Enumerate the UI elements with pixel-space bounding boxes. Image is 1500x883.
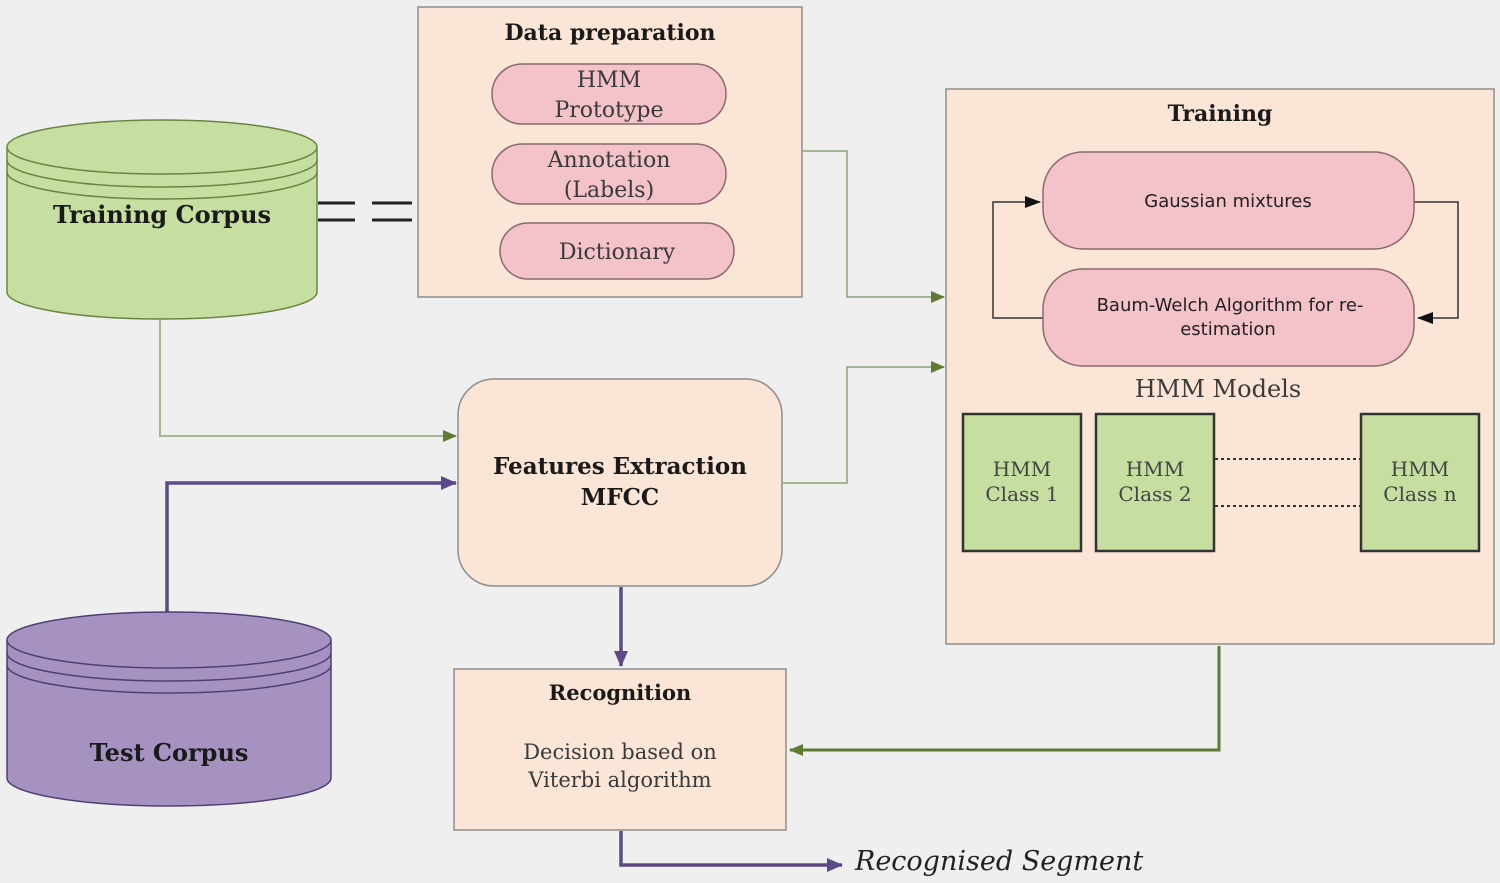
- hmm-class-n-box: HMM Class n: [1359, 412, 1481, 553]
- recognition-box: Recognition Decision based on Viterbi al…: [453, 668, 787, 831]
- features-extraction-subtitle: MFCC: [581, 484, 659, 511]
- pill-label: Dictionary: [559, 240, 676, 265]
- annotation-labels-pill: Annotation (Labels): [491, 143, 727, 205]
- hmm-class-1-box: HMM Class 1: [961, 412, 1083, 553]
- recognition-line: Viterbi algorithm: [527, 768, 711, 792]
- pill-label: (Labels): [564, 178, 654, 203]
- gaussian-mixtures-pill: Gaussian mixtures: [1042, 151, 1415, 250]
- corpus-to-features-arrow: [159, 318, 457, 442]
- features-extraction-title: Features Extraction: [493, 453, 747, 480]
- class-label: Class 2: [1118, 482, 1191, 506]
- hmm-class-2-box: HMM Class 2: [1094, 412, 1216, 553]
- gaussian-to-baum-loop-arrow: [1414, 201, 1459, 324]
- training-corpus-cylinder: Training Corpus: [6, 119, 318, 320]
- training-title: Training: [1168, 101, 1273, 127]
- test-to-features-arrow: [165, 476, 457, 612]
- training-corpus-label: Training Corpus: [53, 200, 271, 229]
- data-preparation-box: Data preparation HMM Prototype Annotatio…: [417, 6, 803, 298]
- class-label: Class 1: [985, 482, 1058, 506]
- pill-label: Prototype: [554, 98, 663, 123]
- dictionary-pill: Dictionary: [499, 222, 735, 280]
- training-to-recognition-arrow: [789, 646, 1221, 756]
- class-label: HMM: [993, 457, 1051, 481]
- data-preparation-title: Data preparation: [504, 20, 715, 46]
- recognition-title: Recognition: [549, 680, 692, 705]
- pill-label: HMM: [577, 68, 641, 93]
- baum-welch-label: estimation: [1180, 319, 1276, 340]
- hmm-models-title: HMM Models: [1135, 375, 1301, 403]
- pill-label: Annotation: [547, 148, 671, 173]
- test-corpus-label: Test Corpus: [90, 738, 249, 767]
- recognised-segment-label: Recognised Segment: [854, 846, 1143, 877]
- baum-welch-pill: Baum-Welch Algorithm for re- estimation: [1042, 268, 1415, 367]
- recognition-to-output-arrow: [619, 831, 843, 872]
- class-label: Class n: [1383, 482, 1457, 506]
- features-extraction-box: Features Extraction MFCC: [457, 378, 783, 587]
- features-to-training-arrow: [783, 361, 945, 484]
- hmm-prototype-pill: HMM Prototype: [491, 63, 727, 125]
- class-label: HMM: [1126, 457, 1184, 481]
- gaussian-mixtures-label: Gaussian mixtures: [1144, 191, 1311, 212]
- baum-welch-label: Baum-Welch Algorithm for re-: [1097, 295, 1364, 316]
- recognition-line: Decision based on: [523, 740, 717, 764]
- prep-to-training-arrow: [803, 150, 945, 303]
- baum-to-gaussian-loop-arrow: [992, 196, 1043, 319]
- corpus-to-prep-connector: [318, 201, 412, 222]
- class-label: HMM: [1391, 457, 1449, 481]
- test-corpus-cylinder: Test Corpus: [6, 611, 332, 807]
- training-box: Training Gaussian mixtures Baum-Welch Al…: [945, 88, 1495, 645]
